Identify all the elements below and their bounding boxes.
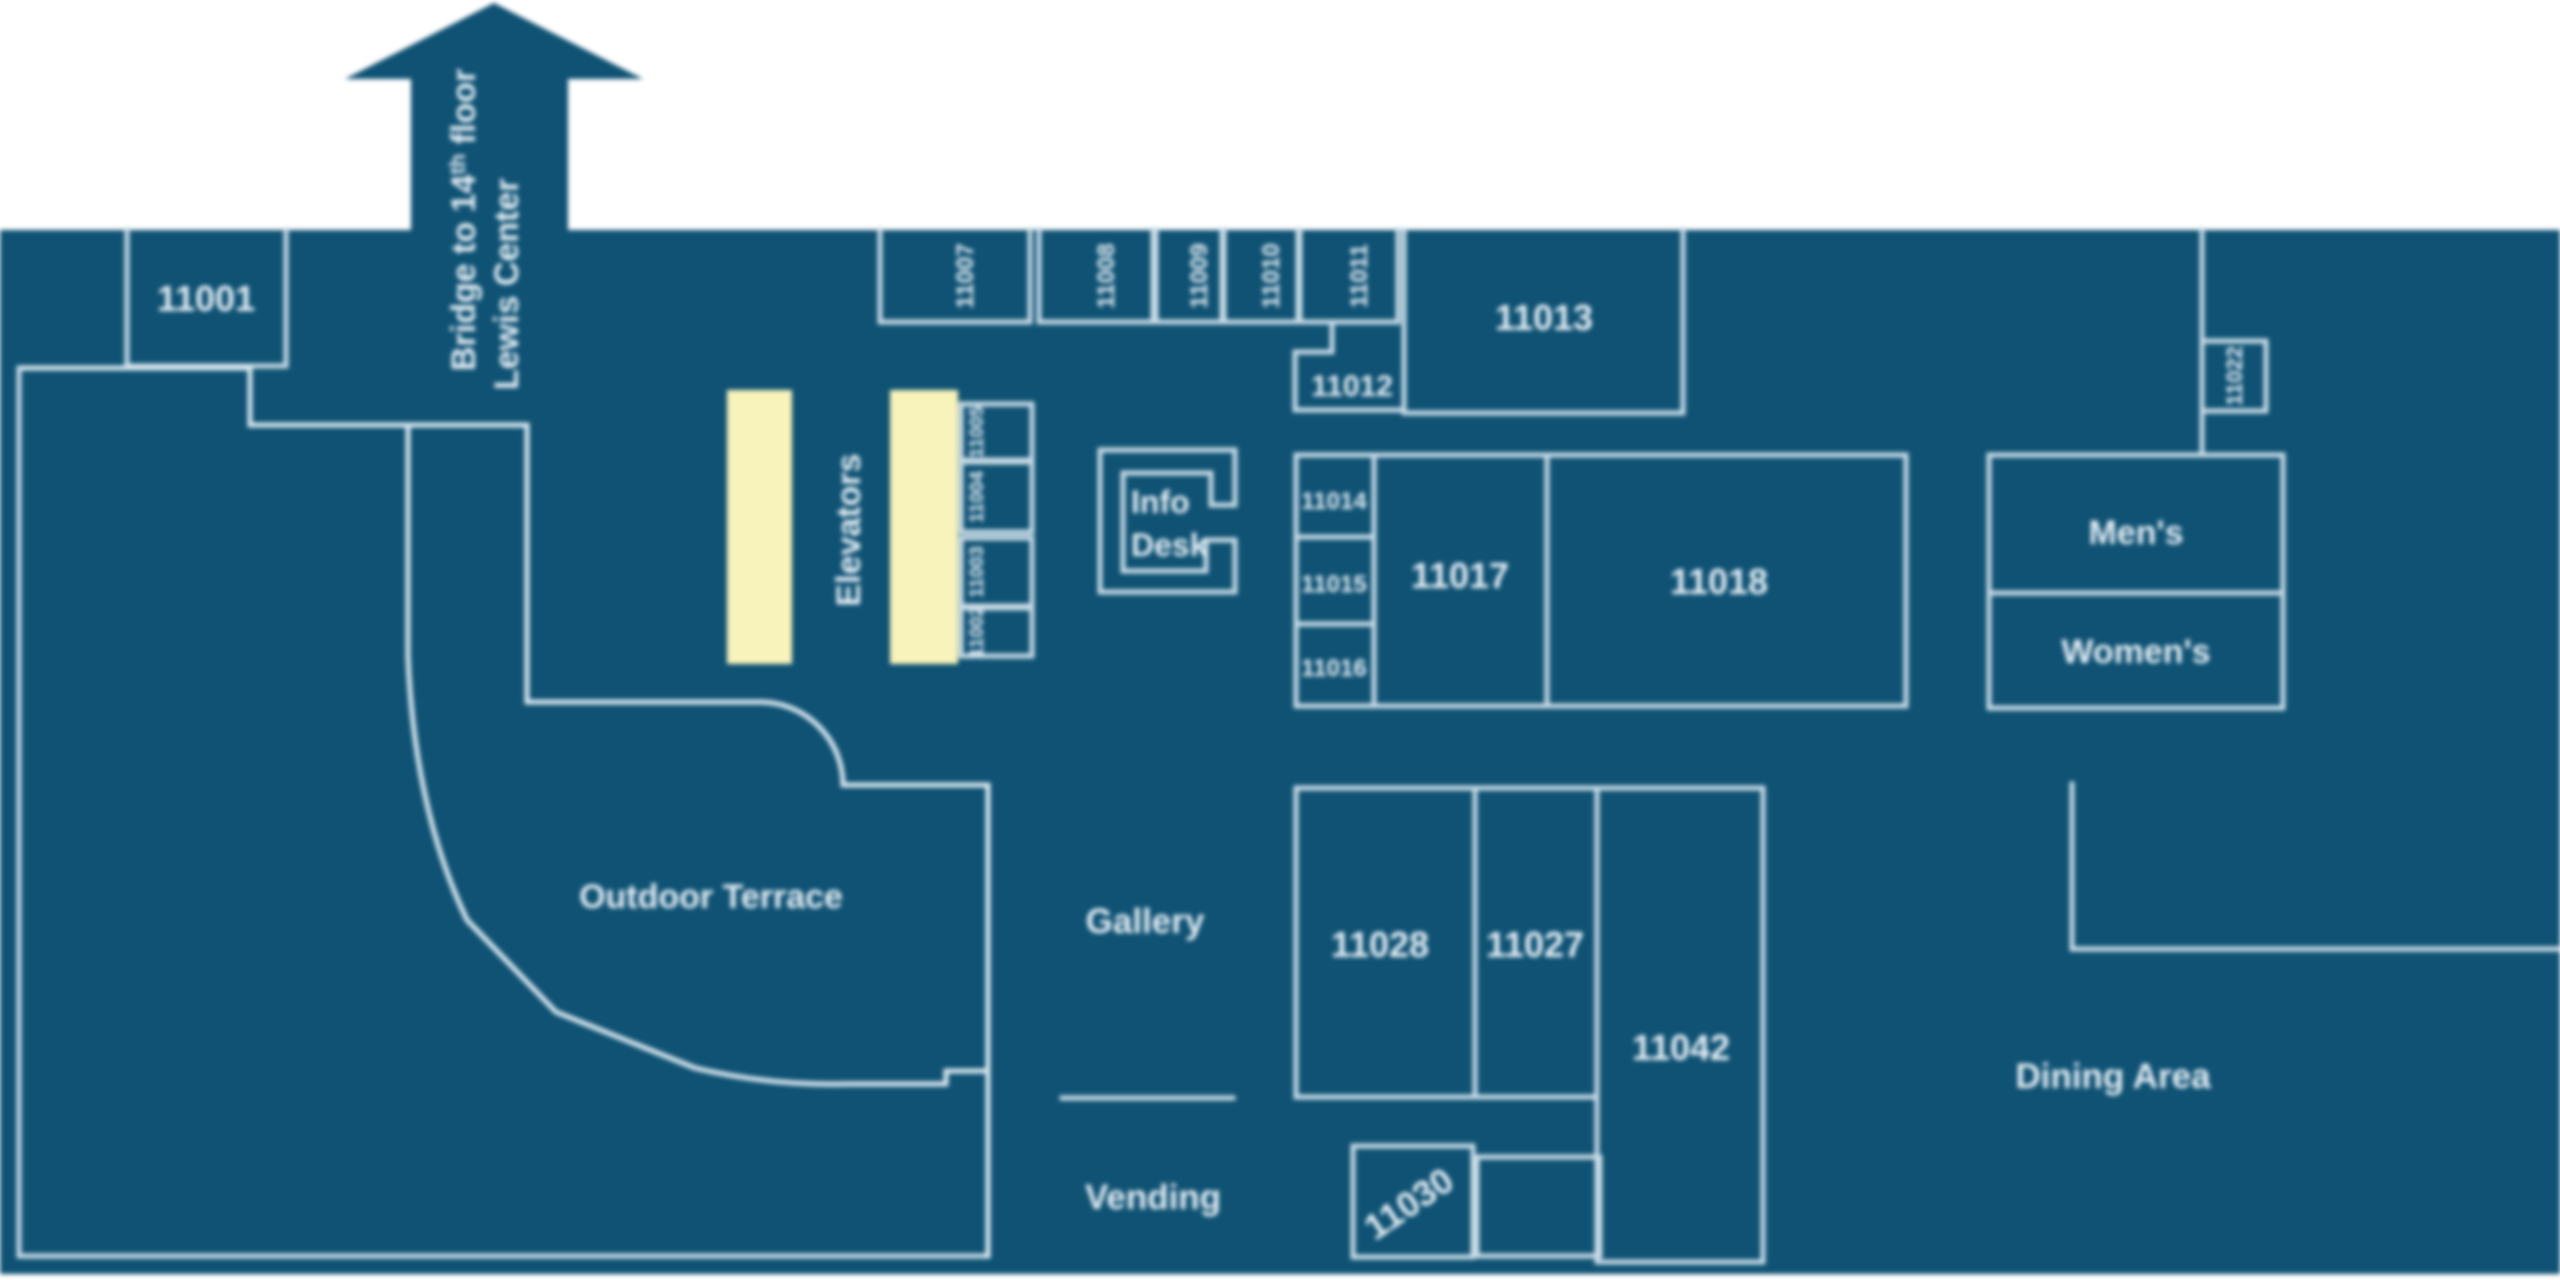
svg-text:11004: 11004 [967,471,988,523]
svg-text:Gallery: Gallery [1086,902,1205,941]
svg-text:Info: Info [1131,484,1190,520]
svg-text:11014: 11014 [1301,488,1367,515]
svg-text:11009: 11009 [1186,243,1213,308]
svg-text:11016: 11016 [1301,655,1366,682]
svg-text:11010: 11010 [1258,243,1285,308]
svg-text:Bridge to 14th floor: Bridge to 14th floor [445,69,483,371]
svg-text:11011: 11011 [1346,244,1373,308]
svg-text:11002: 11002 [967,606,988,658]
svg-text:11007: 11007 [952,243,979,308]
svg-text:11042: 11042 [1632,1027,1730,1068]
svg-text:11018: 11018 [1670,561,1768,602]
svg-text:11017: 11017 [1411,555,1509,596]
svg-text:11013: 11013 [1495,297,1593,338]
svg-text:11028: 11028 [1331,924,1429,965]
svg-text:11022: 11022 [2222,346,2247,406]
svg-text:Men's: Men's [2089,514,2184,552]
svg-text:Lewis Center: Lewis Center [488,178,526,390]
svg-text:11012: 11012 [1311,370,1393,403]
svg-text:Vending: Vending [1085,1178,1221,1217]
svg-text:11015: 11015 [1301,571,1366,598]
svg-text:Desk: Desk [1131,527,1208,563]
svg-text:11001: 11001 [157,278,255,319]
svg-text:Women's: Women's [2061,633,2210,671]
svg-text:11008: 11008 [1093,243,1120,308]
svg-text:11027: 11027 [1486,924,1584,965]
svg-text:Elevators: Elevators [830,453,868,606]
svg-text:Outdoor Terrace: Outdoor Terrace [579,878,843,916]
svg-text:11005: 11005 [967,406,988,458]
svg-text:11003: 11003 [967,546,988,598]
svg-text:Dining Area: Dining Area [2015,1057,2211,1096]
